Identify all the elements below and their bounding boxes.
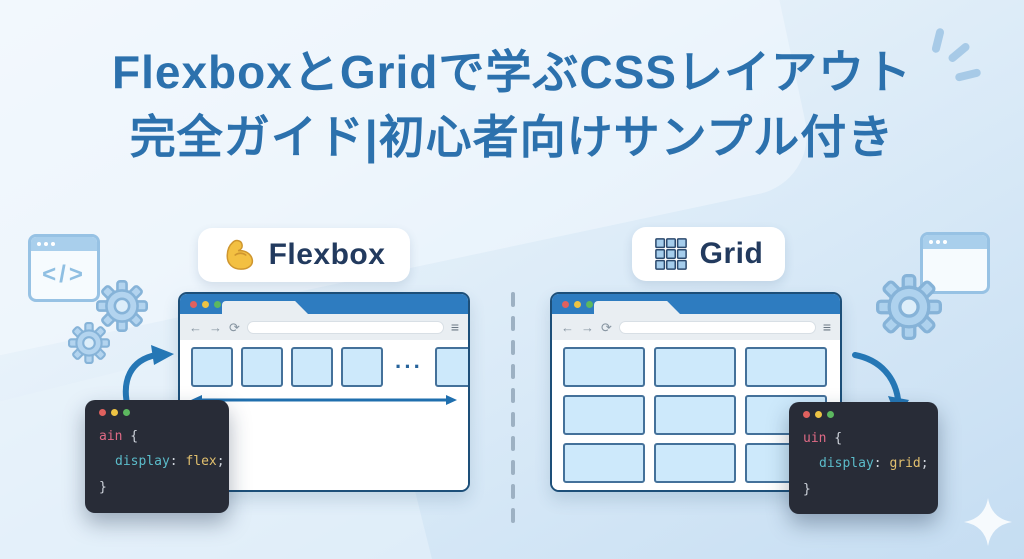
browser-toolbar: ← → ⟳ ≡ [180,314,468,340]
code-snippet-flex: ain { display: flex; } [99,424,225,500]
close-icon [562,300,569,308]
forward-icon: → [209,319,222,335]
browser-titlebar [552,294,840,314]
code-property: display [819,456,874,472]
page-title: FlexboxとGridで学ぶCSSレイアウト 完全ガイド|初心者向けサンプル付… [0,40,1024,171]
code-brace: } [99,479,107,495]
url-bar [618,320,816,334]
grid-item [563,395,645,435]
flex-item [241,347,283,387]
grid-item [654,347,736,387]
browser-titlebar [180,294,468,314]
grid-3x3-icon [654,238,687,270]
code-editor-window-icon: </> [28,234,100,302]
code-snippet-grid: uin { display: grid; } [803,426,929,502]
flex-item [191,347,233,387]
flexbox-badge: Flexbox [198,228,410,282]
gear-icon [876,274,942,340]
flexbox-badge-label: Flexbox [268,238,386,271]
minimize-icon [111,409,118,416]
close-icon [803,411,810,418]
code-value: flex [185,454,217,470]
bicep-flex-icon [226,239,253,270]
back-icon: ← [561,319,574,335]
close-icon [99,409,106,416]
title-line-1: FlexboxとGridで学ぶCSSレイアウト [112,46,912,98]
gear-icon [68,322,110,364]
flex-item [434,347,468,387]
maximize-icon [586,300,593,308]
close-icon [190,300,197,308]
grid-item [654,443,736,483]
grid-item [563,347,645,387]
code-semicolon: ; [216,454,225,470]
menu-icon: ≡ [822,319,831,335]
grid-item [745,347,827,387]
code-brace: { [826,431,843,446]
url-bar [246,320,444,334]
gear-icon [96,280,148,332]
refresh-icon: ⟳ [229,319,240,335]
grid-badge-label: Grid [699,237,764,270]
code-window-grid: uin { display: grid; } [789,402,938,514]
code-window-titlebar [803,411,924,418]
code-colon: : [169,454,186,470]
code-colon: : [873,456,890,472]
browser-toolbar: ← → ⟳ ≡ [552,314,840,340]
code-brace: } [803,481,811,497]
browser-window-icon [920,232,990,294]
minimize-icon [202,300,209,308]
refresh-icon: ⟳ [601,319,612,335]
code-window-titlebar [99,409,215,416]
code-semicolon: ; [920,456,929,472]
browser-tab [594,301,680,314]
code-window-flex: ain { display: flex; } [85,400,229,513]
main-axis-arrow [191,395,457,405]
code-value: grid [889,456,921,472]
flex-item [341,347,383,387]
maximize-icon [214,300,221,308]
grid-item [563,443,645,483]
grid-item [654,395,736,435]
browser-tab [222,301,308,314]
menu-icon: ≡ [450,319,459,335]
minimize-icon [574,300,581,308]
dashed-divider [511,292,515,524]
ellipsis-dots: ··· [395,354,423,379]
code-brace: { [122,429,139,444]
code-property: display [115,454,170,470]
forward-icon: → [581,319,594,335]
minimize-icon [815,411,822,418]
maximize-icon [123,409,130,416]
flex-item [291,347,333,387]
maximize-icon [827,411,834,418]
back-icon: ← [189,319,202,335]
code-selector: ain [99,429,123,444]
code-selector: uin [803,431,827,446]
title-line-2: 完全ガイド|初心者向けサンプル付き [129,111,895,164]
grid-badge: Grid [632,227,785,281]
code-tag-icon: </> [42,261,86,288]
star-sparkle-icon [964,498,1012,546]
